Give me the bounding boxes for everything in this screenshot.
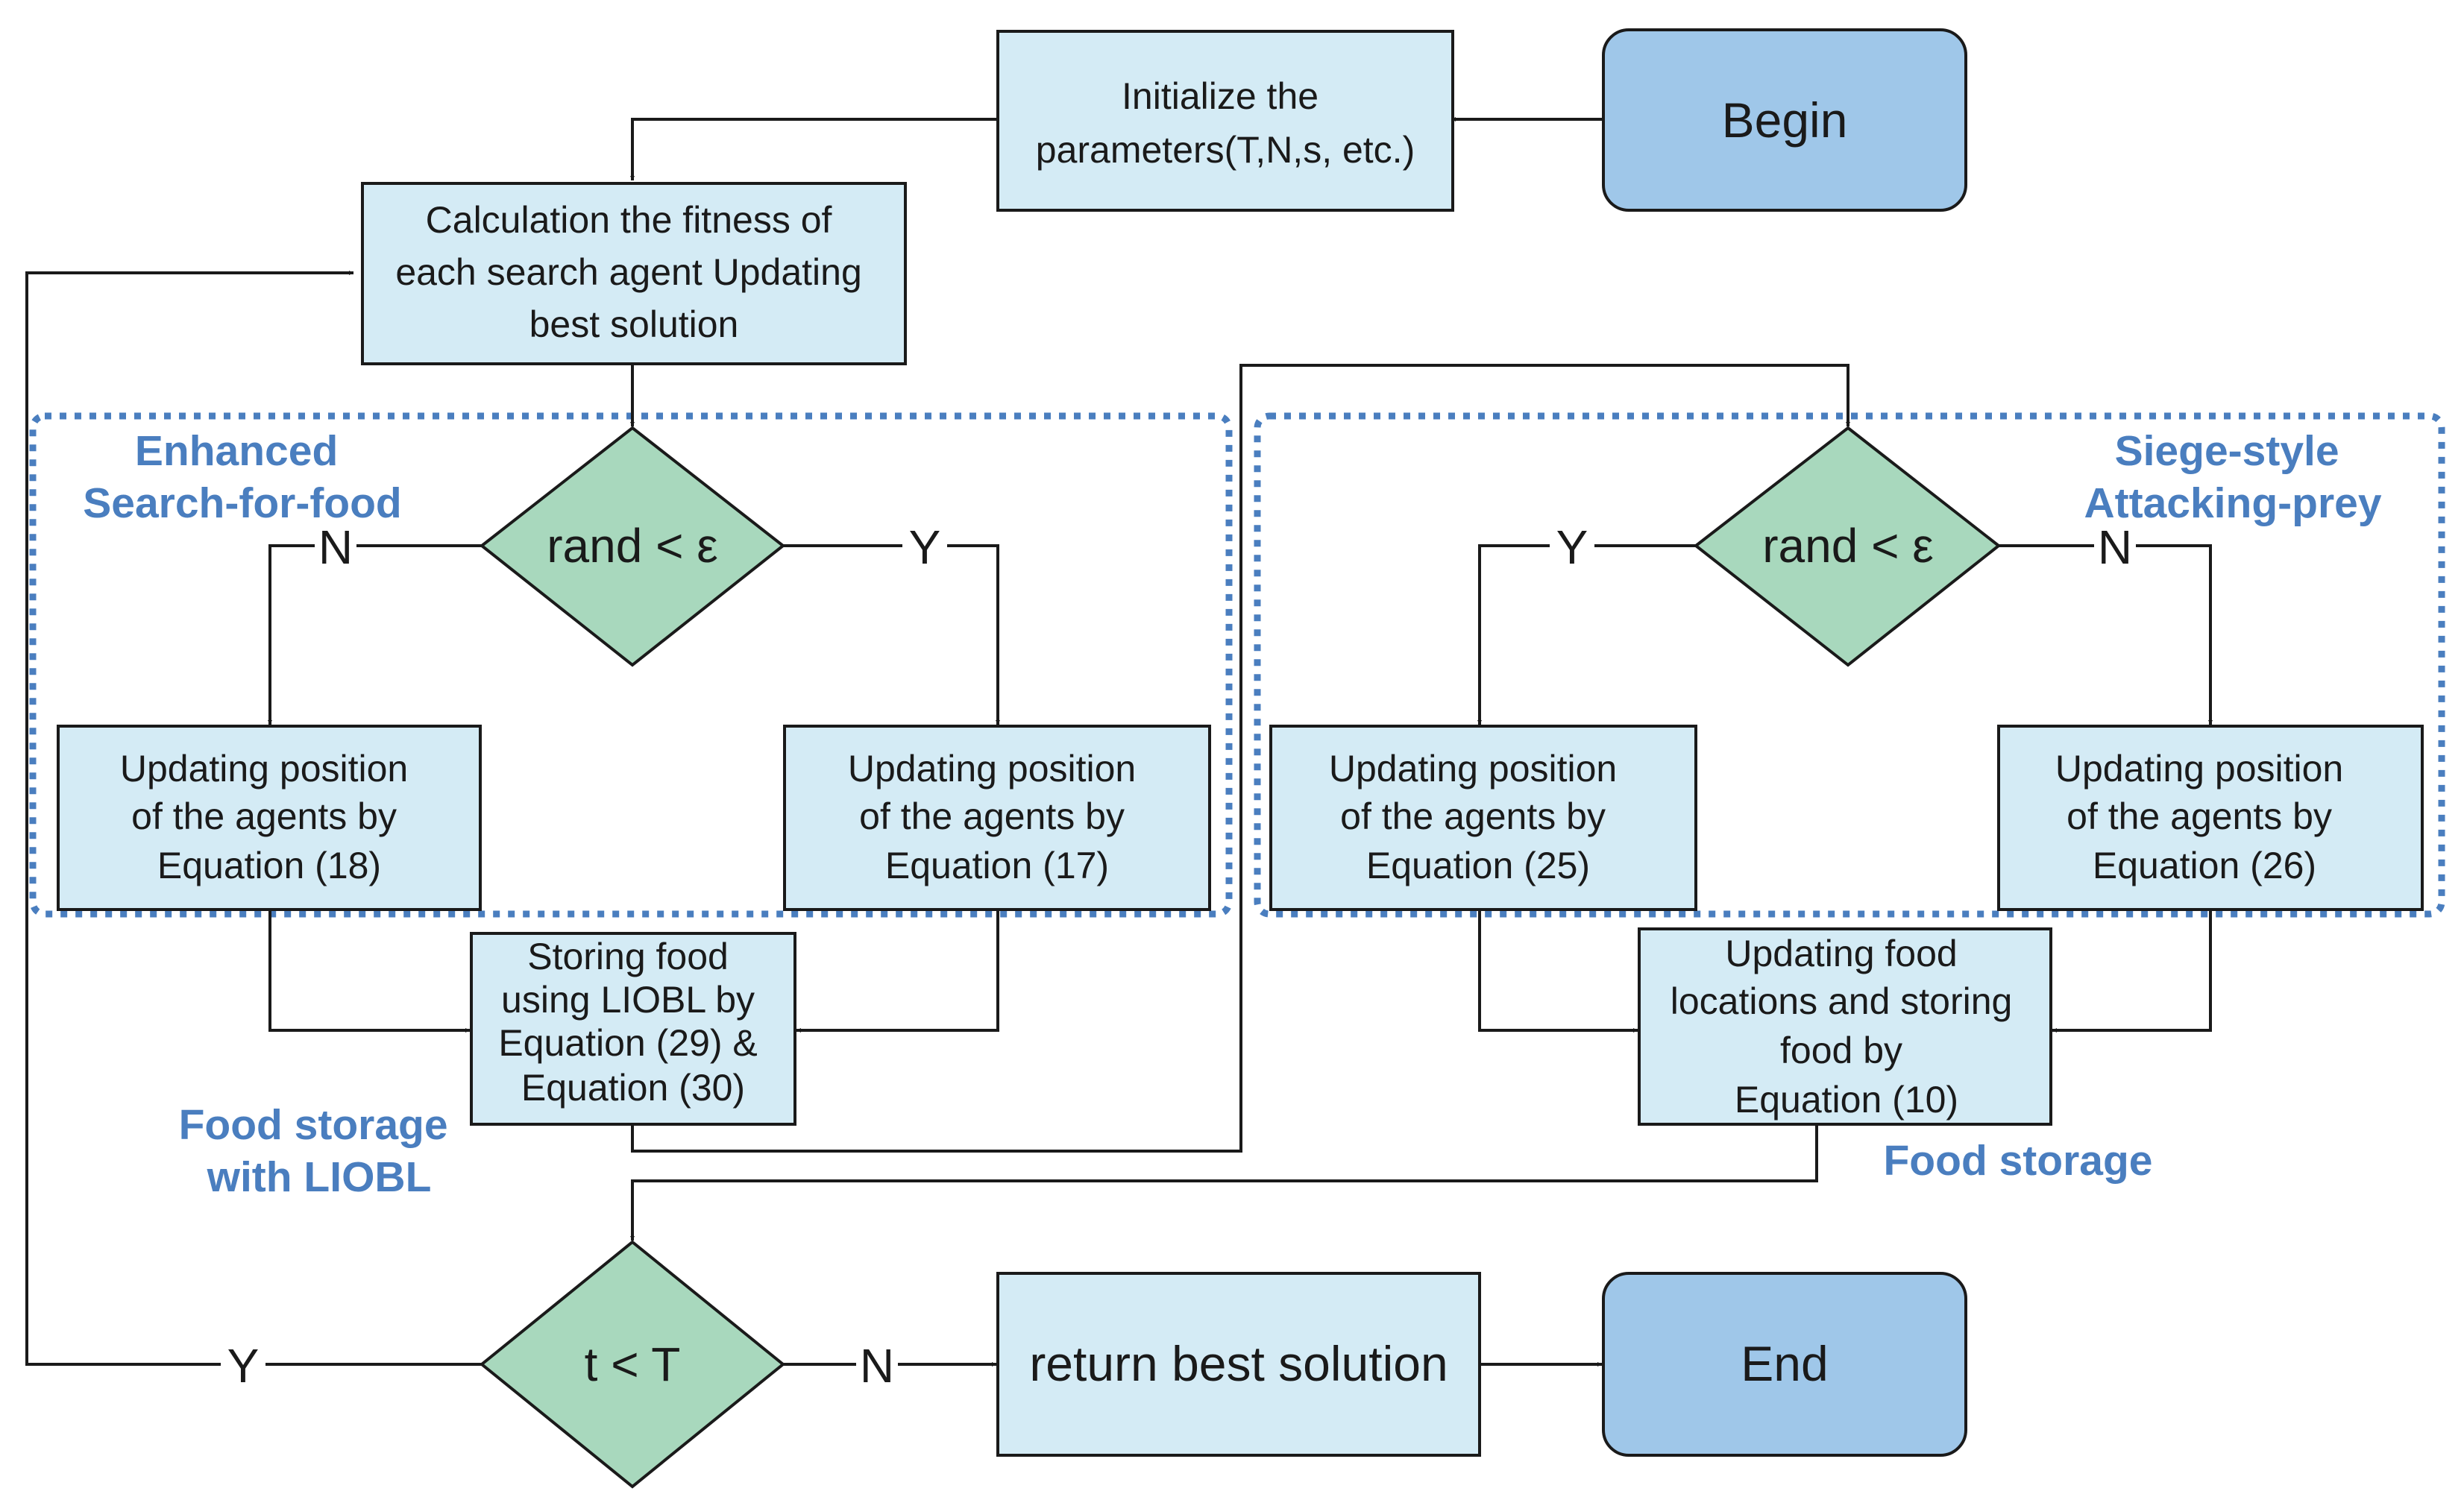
update26-process (1997, 725, 2424, 911)
update17-label: Updating position of the agents by Equat… (848, 748, 1146, 886)
label-bg-right-N (2094, 519, 2136, 573)
edge-rand-left-N (268, 544, 482, 725)
edge-label-right-Y: Y (1556, 520, 1588, 574)
edge-rand-right-Y (1477, 544, 1696, 725)
edge-storing-to-rand-right (631, 364, 1850, 1153)
updating-food-process (1638, 927, 2052, 1126)
edge-label-exit-N: N (860, 1339, 894, 1393)
annotation-food-storage-with-liobl: Food storage with LIOBL (179, 1101, 460, 1201)
edge-update25-to-food10 (1478, 910, 1638, 1033)
update17-process (783, 725, 1211, 911)
begin-terminal (1602, 28, 1967, 212)
edge-label-loop-Y: Y (227, 1339, 260, 1393)
storing-food-process (470, 932, 796, 1126)
annotation-food-storage: Food storage (1883, 1137, 2152, 1185)
updating-food-label: Updating food locations and storing food… (1671, 933, 2023, 1121)
annotation-enhanced-search-for-food: Enhanced Search-for-food (83, 427, 402, 527)
edge-update18-to-storing (268, 910, 470, 1033)
return-label: return best solution (1029, 1336, 1448, 1391)
edge-label-left-Y: Y (909, 520, 941, 574)
label-bg-loop-Y (221, 1337, 265, 1391)
init-process (996, 30, 1454, 212)
edge-label-left-N: N (318, 520, 353, 574)
edge-rand-right-N (1999, 544, 2213, 725)
edge-label-right-N: N (2098, 520, 2132, 574)
init-label: Initialize the parameters(T,N,s, etc.) (1036, 75, 1415, 171)
label-bg-left-N (315, 519, 356, 573)
edge-rand-left-Y (783, 544, 1000, 725)
update25-label: Updating position of the agents by Equat… (1329, 748, 1627, 886)
update26-label: Updating position of the agents by Equat… (2055, 748, 2354, 886)
update25-process (1269, 725, 1697, 911)
group-siege-style-attacking-prey (1254, 412, 2445, 918)
end-terminal (1602, 1272, 1967, 1457)
edge-init-to-fitness (630, 118, 998, 180)
label-bg-right-Y (1550, 519, 1594, 573)
storing-food-label: Storing food using LIOBL by Equation (29… (498, 936, 767, 1109)
edge-update26-to-food10 (2052, 910, 2212, 1033)
begin-label: Begin (1722, 92, 1848, 148)
update18-label: Updating position of the agents by Equat… (120, 748, 418, 886)
update18-process (57, 725, 482, 911)
annotation-siege-style-attacking-prey: Siege-style Attacking-prey (2084, 427, 2381, 527)
rand-left-decision (479, 426, 786, 667)
rand-left-label: rand < ε (547, 519, 718, 573)
edge-food10-to-t-lt-T (630, 1124, 1818, 1241)
return-process (996, 1272, 1481, 1457)
label-bg-left-Y (902, 519, 947, 573)
label-bg-exit-N (856, 1337, 898, 1391)
fitness-process (361, 182, 907, 365)
rand-right-decision (1693, 426, 2002, 667)
edge-update17-to-storing (796, 910, 999, 1033)
fitness-label: Calculation the fitness of each search a… (395, 199, 872, 345)
t-lt-T-label: t < T (585, 1337, 681, 1391)
t-lt-T-decision (479, 1240, 786, 1489)
end-label: End (1741, 1336, 1828, 1391)
rand-right-label: rand < ε (1762, 519, 1934, 573)
